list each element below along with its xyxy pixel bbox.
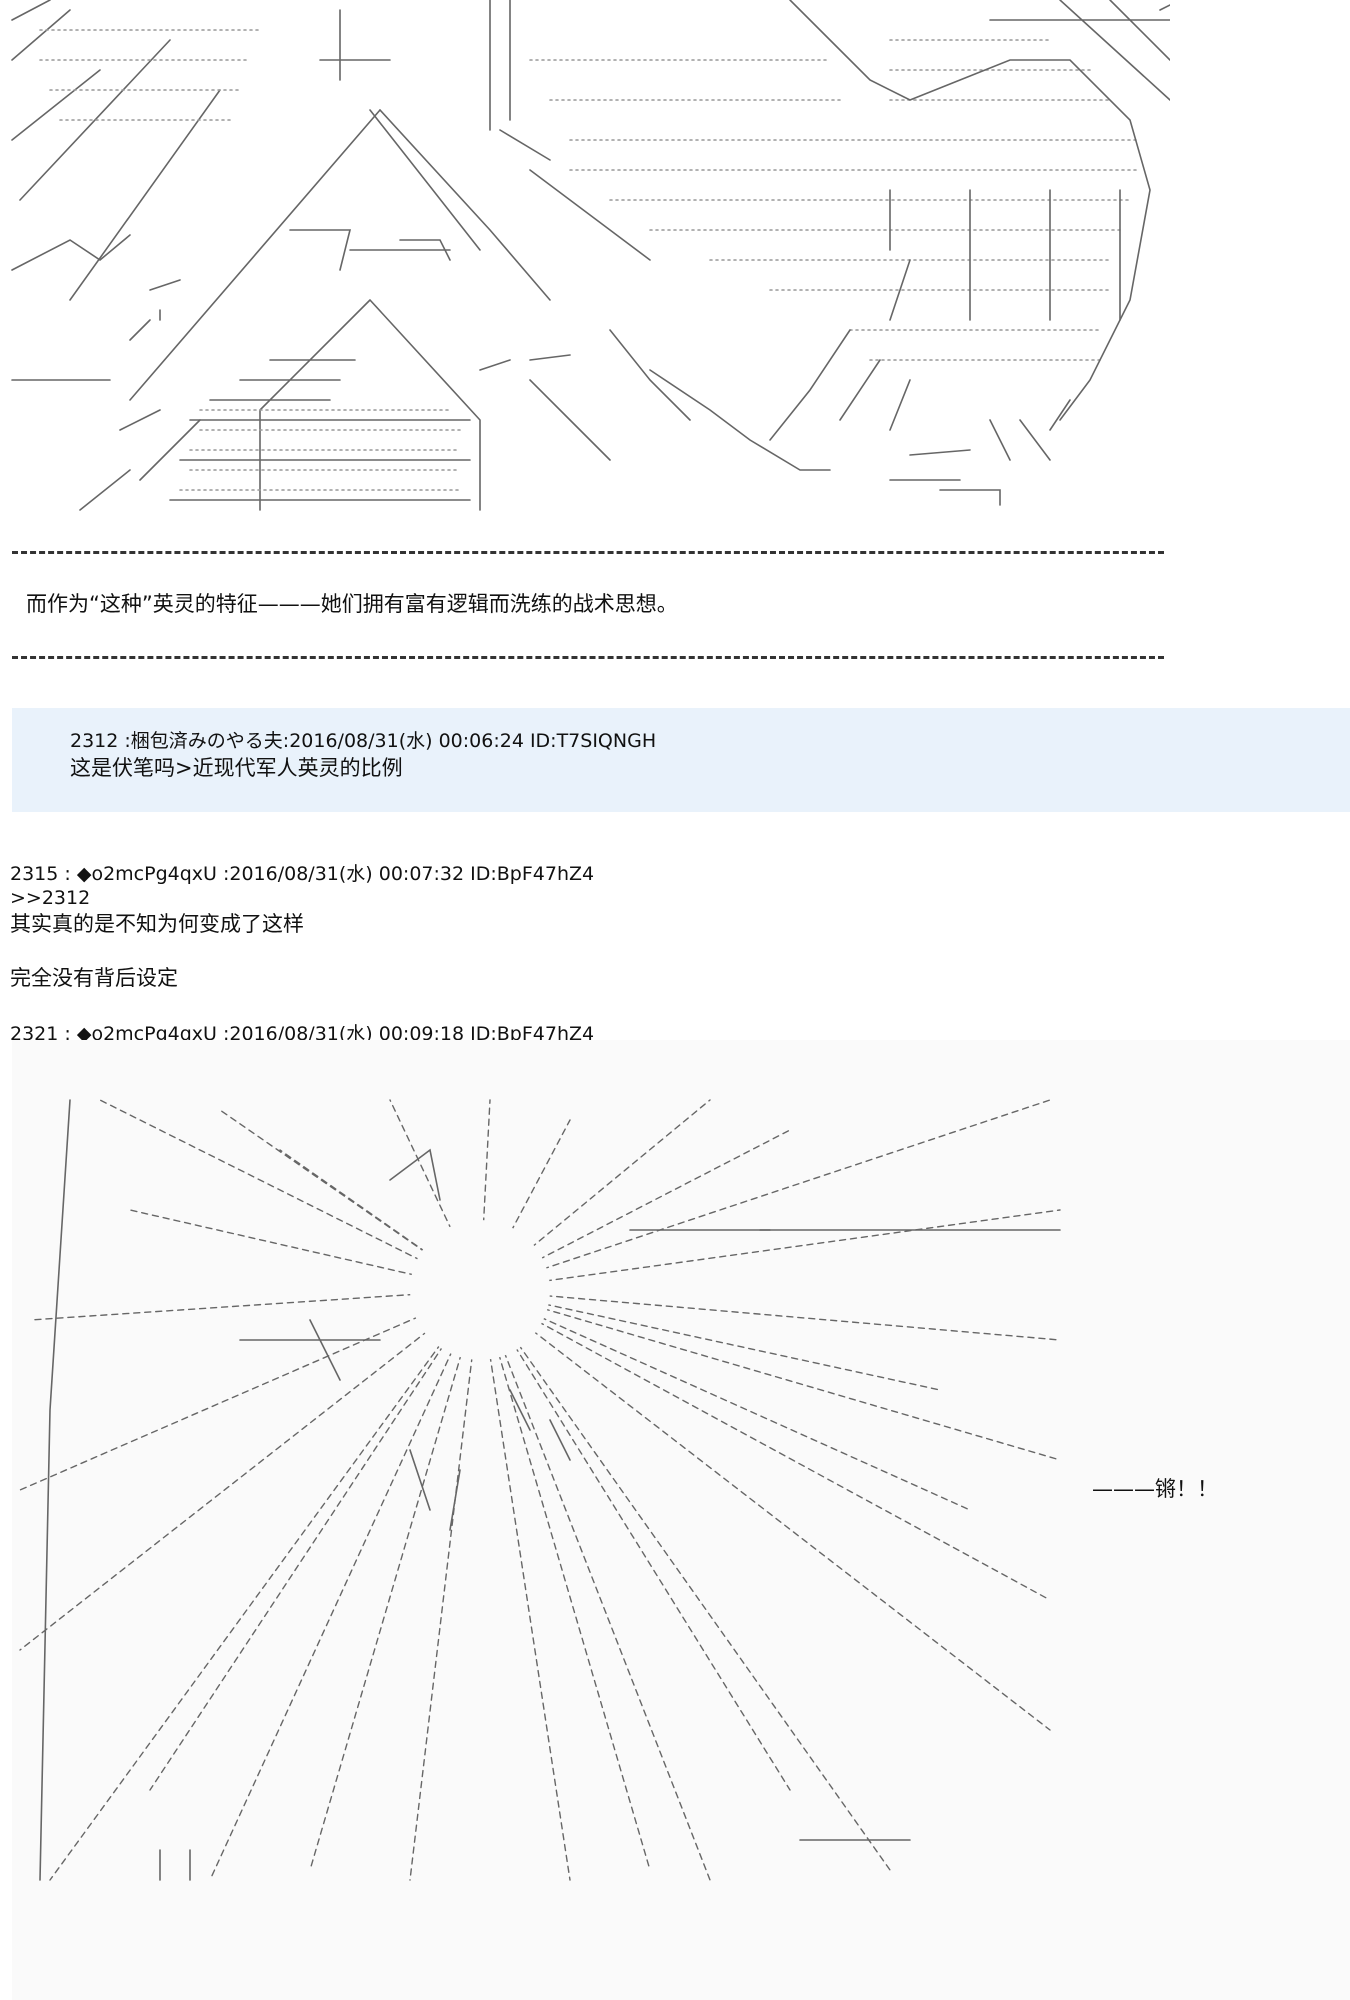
quoted-post: 2312 :梱包済みのやる夫:2016/08/31(水) 00:06:24 ID… xyxy=(12,708,1350,812)
art-background xyxy=(12,1040,1350,2000)
post-2315-line-2: 完全没有背后设定 xyxy=(10,966,178,990)
sound-effect-text: ———锵！！ xyxy=(1092,1477,1218,1501)
narration-caption: 而作为“这种”英灵的特征———她们拥有富有逻辑而洗练的战术思想。 xyxy=(26,592,678,616)
quoted-post-header: 2312 :梱包済みのやる夫:2016/08/31(水) 00:06:24 ID… xyxy=(70,730,657,752)
post-2315-line-1: 其实真的是不知为何变成了这样 xyxy=(10,912,304,936)
quoted-post-body: 这是伏笔吗>近现代军人英灵的比例 xyxy=(70,756,403,780)
post-2315-header: 2315 : ◆o2mcPg4qxU :2016/08/31(水) 00:07:… xyxy=(10,863,595,885)
ascii-art-top xyxy=(10,0,1170,520)
post-2321-header: 2321 : ◆o2mcPg4qxU :2016/08/31(水) 00:09:… xyxy=(10,1023,595,1045)
reply-anchor-link[interactable]: >>2312 xyxy=(10,887,91,909)
divider-top xyxy=(12,551,1164,554)
ascii-art-explosion xyxy=(10,1090,1070,1890)
divider-bottom xyxy=(12,656,1164,659)
